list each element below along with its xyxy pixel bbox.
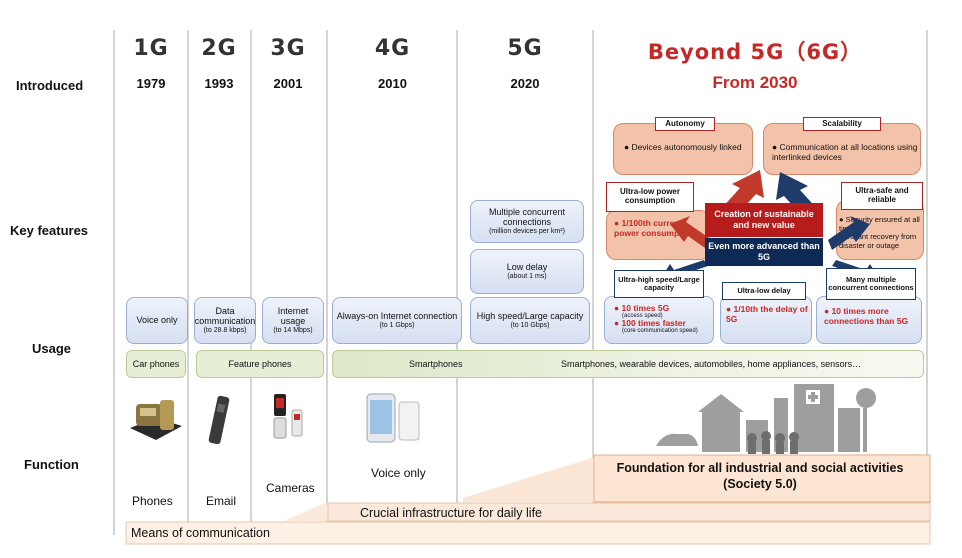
connections-title: Many multiple concurrent connections	[826, 268, 916, 300]
gen-6g-header: Beyond 5G（6G）	[647, 40, 863, 64]
usage-2g: Data communication (to 28.8 kbps)	[194, 297, 256, 344]
function-crucial: Crucial infrastructure for daily life	[360, 506, 543, 520]
row-label-introduced: Introduced	[16, 78, 84, 93]
connections-text: ● 10 times more connections than 5G	[824, 306, 909, 327]
usage-3g: Internet usage (to 14 Mbps)	[262, 297, 324, 344]
year-6g: From 2030	[712, 73, 798, 92]
power-title: Ultra-low power consumption	[606, 182, 694, 212]
device-smartphones-strip: Smartphones Smartphones, wearable device…	[332, 350, 924, 378]
delay-text: ● 1/10th the delay of 5G	[726, 304, 808, 325]
row-label-function: Function	[24, 457, 79, 472]
function-foundation: Foundation for all industrial and social…	[616, 461, 904, 492]
row-label-key-features: Key features	[10, 223, 89, 238]
delay-panel	[720, 296, 812, 344]
function-cameras: Cameras	[266, 481, 315, 495]
speed-title: Ultra-high speed/Large capacity	[614, 270, 704, 298]
feature-5g-concurrent: Multiple concurrent connections (million…	[470, 200, 584, 243]
usage-5g: High speed/Large capacity (to 10 Gbps)	[470, 297, 590, 344]
year-1g: 1979	[136, 76, 166, 91]
scalability-panel: ● Communication at all locations using i…	[763, 123, 921, 175]
flip-phone-image	[273, 394, 303, 439]
autonomy-title: Autonomy	[655, 117, 715, 131]
smart-city-image	[656, 384, 876, 454]
device-smartphones: Smartphones	[409, 359, 463, 369]
device-future: Smartphones, wearable devices, automobil…	[561, 359, 862, 369]
function-means: Means of communication	[131, 526, 270, 540]
feature-5g-low-delay: Low delay (about 1 ms)	[470, 249, 584, 294]
gen-1g-header: 1G	[133, 36, 169, 61]
delay-title: Ultra-low delay	[722, 282, 806, 300]
row-label-usage: Usage	[32, 341, 72, 356]
function-voice-only: Voice only	[371, 466, 426, 480]
feature-phone-image	[208, 395, 230, 445]
function-email: Email	[206, 494, 237, 508]
device-car-phones: Car phones	[126, 350, 186, 378]
smartphone-image	[366, 393, 420, 443]
year-5g: 2020	[510, 76, 540, 91]
gen-2g-header: 2G	[201, 36, 237, 61]
usage-1g: Voice only	[126, 297, 188, 344]
function-phones: Phones	[132, 494, 173, 508]
device-feature-phones: Feature phones	[196, 350, 324, 378]
year-3g: 2001	[273, 76, 303, 91]
safe-title: Ultra-safe and reliable	[841, 182, 923, 210]
gen-4g-header: 4G	[374, 36, 411, 61]
center-advanced-box: Even more advanced than 5G	[705, 238, 823, 266]
year-4g: 2010	[378, 76, 407, 91]
year-2g: 1993	[204, 76, 234, 91]
power-text: ● 1/100th current power consumption	[614, 218, 695, 239]
gen-5g-header: 5G	[507, 36, 543, 61]
speed-text: ● 10 times 5G (access speed) ● 100 times…	[614, 303, 698, 335]
connections-panel	[816, 296, 922, 344]
usage-4g: Always-on Internet connection (to 1 Gbps…	[332, 297, 462, 344]
car-phone-image	[130, 400, 182, 440]
scalability-title: Scalability	[803, 117, 881, 131]
center-value-box: Creation of sustainable and new value	[705, 203, 823, 237]
gen-3g-header: 3G	[270, 36, 306, 61]
